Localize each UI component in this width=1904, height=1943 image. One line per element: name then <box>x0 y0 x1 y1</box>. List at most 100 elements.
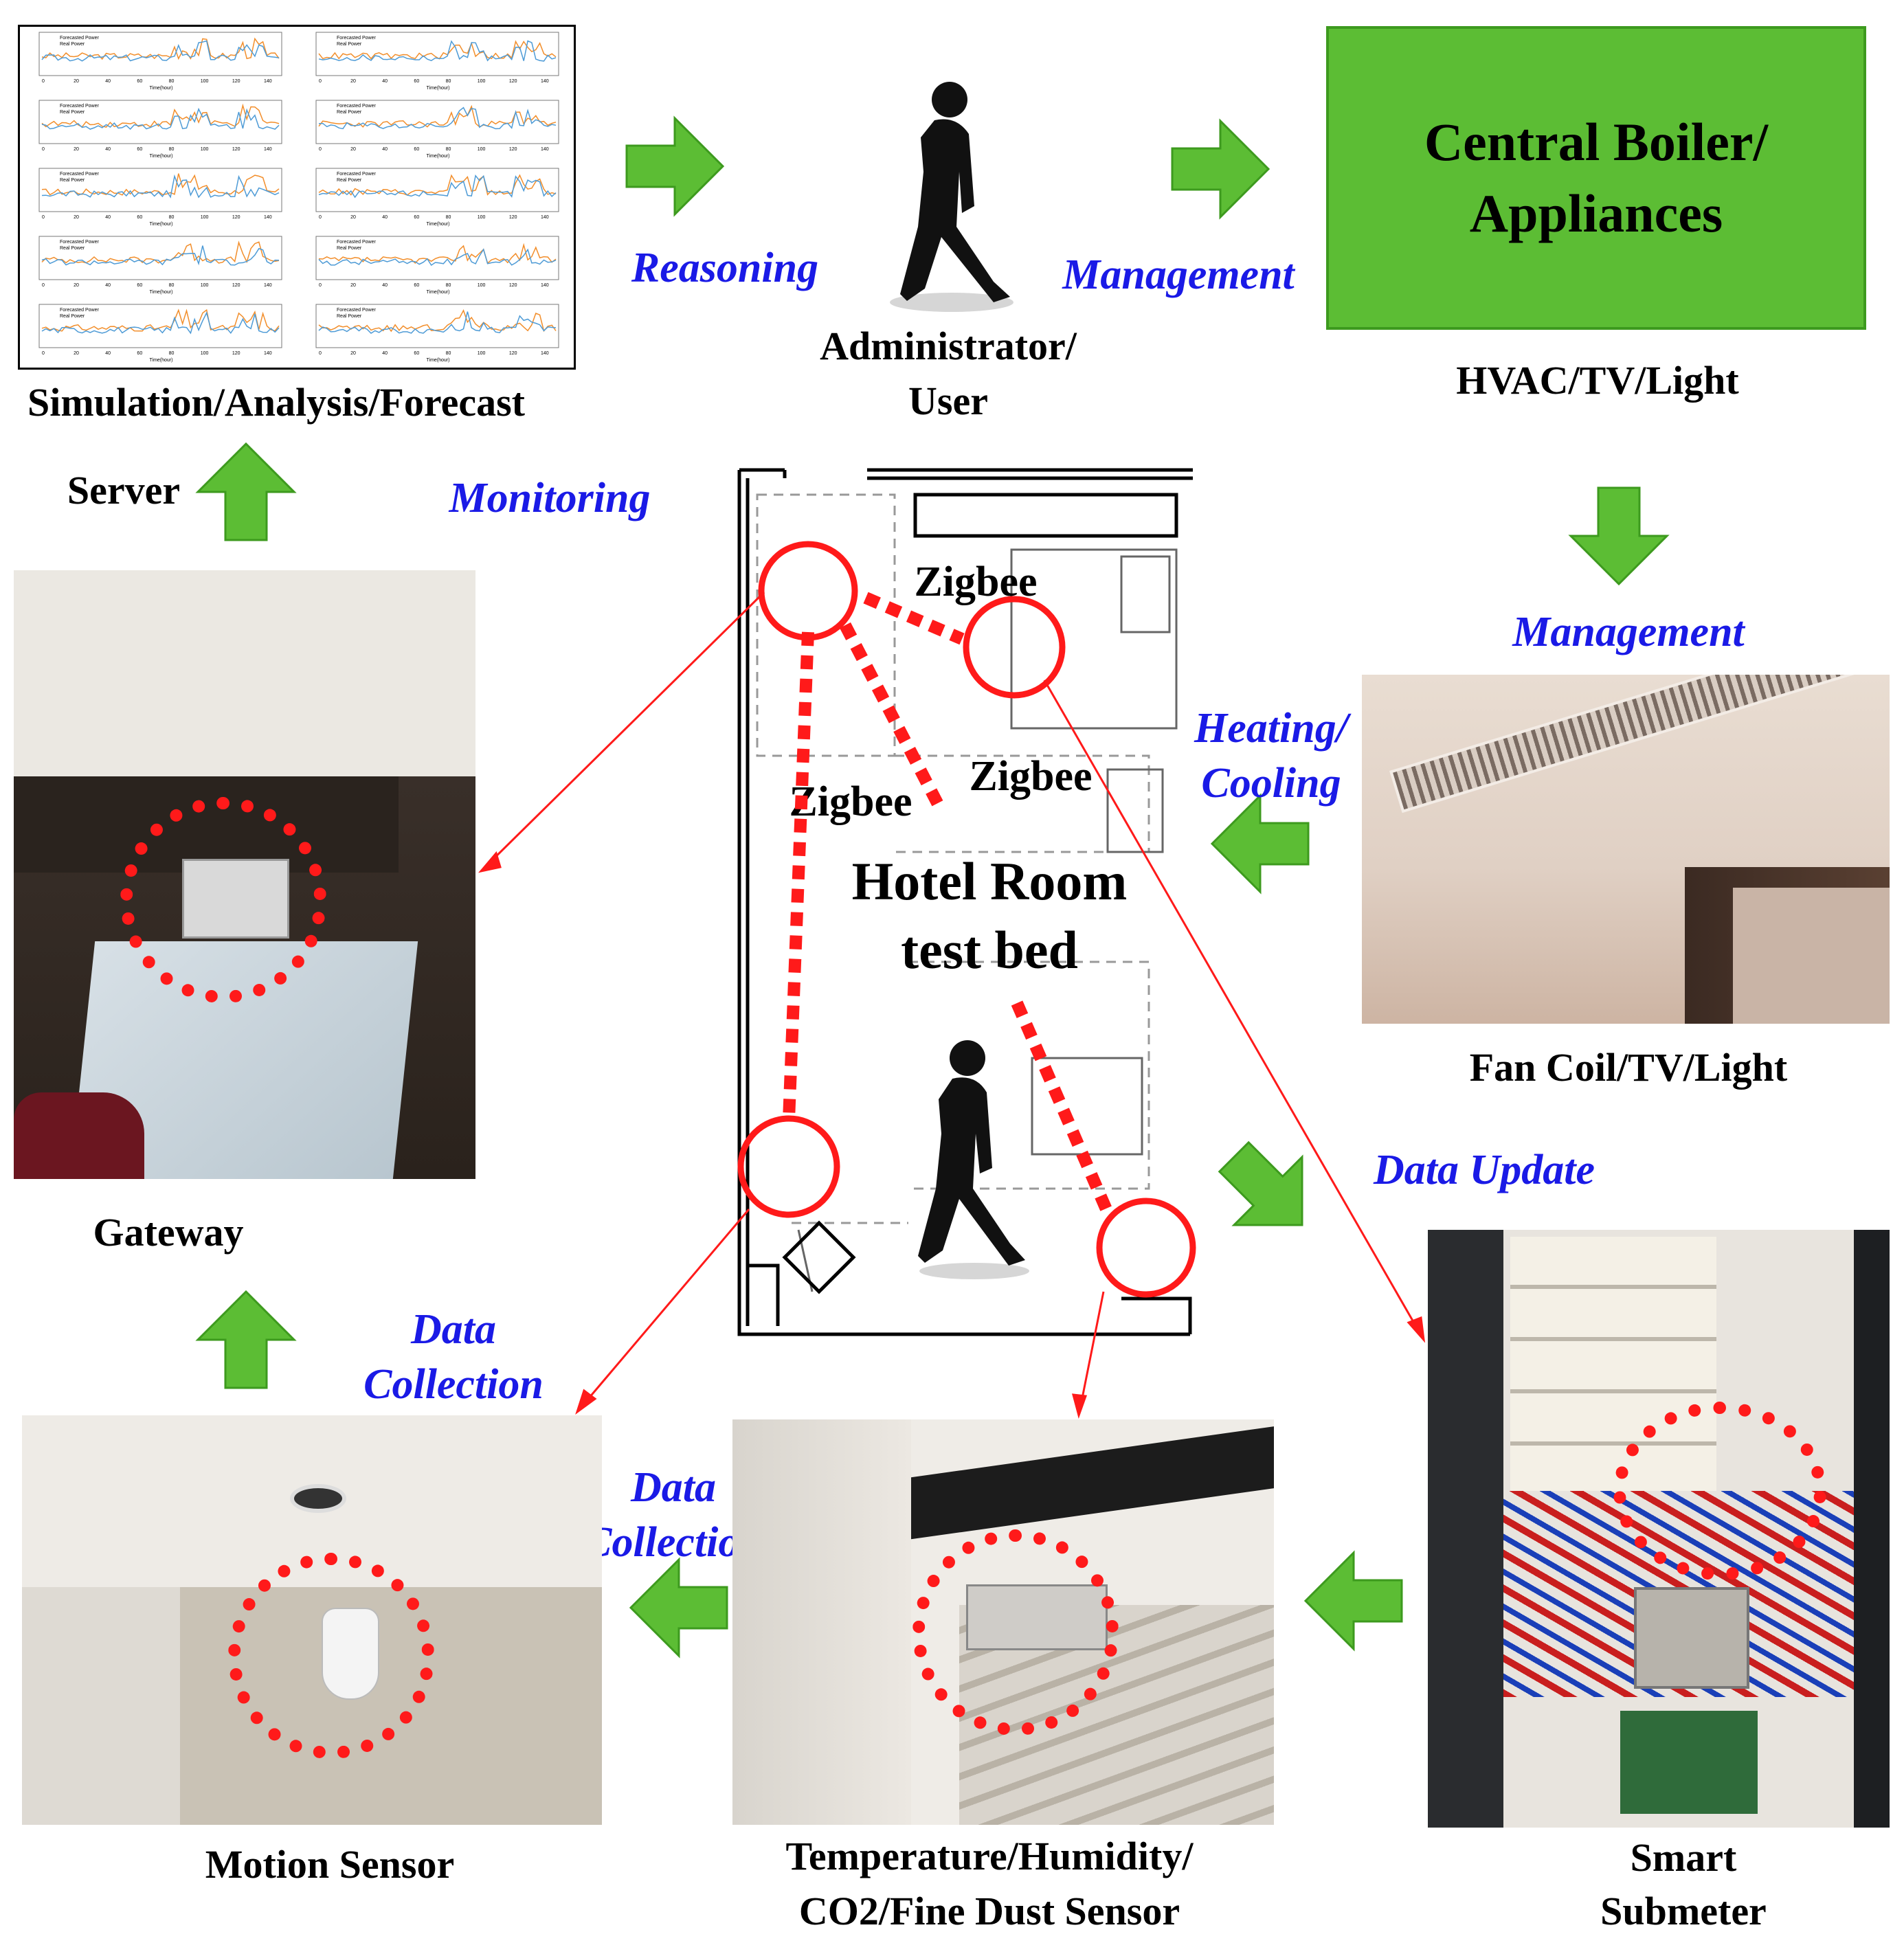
x-tick-label: 20 <box>350 283 356 288</box>
x-tick-label: 120 <box>232 215 240 220</box>
x-tick-label: 20 <box>74 147 79 152</box>
mini-chart-frame <box>38 168 282 212</box>
management-flow-right: Management <box>1512 609 1745 655</box>
right-arrow-icon <box>1171 120 1270 218</box>
x-tick-label: 60 <box>414 215 419 220</box>
x-tick-label: 120 <box>509 351 517 356</box>
legend-forecast: Forecasted Power <box>337 308 376 313</box>
legend-forecast: Forecasted Power <box>60 172 99 177</box>
boiler-label-1: Central Boiler/ <box>1424 112 1769 172</box>
legend-forecast: Forecasted Power <box>60 240 99 245</box>
x-tick-label: 140 <box>541 215 549 220</box>
legend-forecast: Forecasted Power <box>60 104 99 109</box>
admin-label-2: User <box>908 379 988 423</box>
red-chair <box>14 1092 144 1179</box>
legend-real: Real Power <box>337 110 362 115</box>
temp-highlight-circle <box>912 1529 1119 1736</box>
legend-real: Real Power <box>337 42 362 47</box>
legend-real: Real Power <box>60 314 85 319</box>
x-tick-label: 80 <box>169 215 175 220</box>
legend-forecast: Forecasted Power <box>337 240 376 245</box>
forecast-series-line <box>318 311 557 334</box>
x-tick-label: 140 <box>541 283 549 288</box>
x-tick-label: 0 <box>319 351 322 356</box>
x-axis-label: Time(hour) <box>150 154 173 159</box>
wall-shadow <box>732 1419 911 1825</box>
gateway-photo <box>14 570 475 1179</box>
zigbee-label-mid: Zigbee <box>969 753 1093 800</box>
temp-sensor-photo <box>732 1419 1274 1825</box>
legend-real: Real Power <box>60 178 85 183</box>
x-tick-label: 0 <box>319 283 322 288</box>
forecast-series-line <box>41 311 280 335</box>
admin-label-1: Administrator/ <box>820 324 1077 368</box>
x-tick-label: 20 <box>350 351 356 356</box>
x-axis-label: Time(hour) <box>150 358 173 363</box>
x-tick-label: 120 <box>232 147 240 152</box>
room-label-1: Hotel Room <box>851 851 1128 911</box>
x-tick-label: 20 <box>350 215 356 220</box>
forecast-series-line <box>41 245 280 266</box>
x-tick-label: 60 <box>414 147 419 152</box>
x-axis-label: Time(hour) <box>427 154 450 159</box>
x-tick-label: 40 <box>105 351 111 356</box>
x-axis-label: Time(hour) <box>427 290 450 295</box>
x-tick-label: 140 <box>264 147 272 152</box>
gateway-highlight-circle <box>120 797 326 1003</box>
x-tick-label: 60 <box>137 215 142 220</box>
data-collection-left-1: Data <box>411 1306 496 1353</box>
x-tick-label: 40 <box>105 147 111 152</box>
x-tick-label: 20 <box>74 283 79 288</box>
forecast-series-line <box>318 248 557 267</box>
zigbee-label-top: Zigbee <box>914 559 1038 605</box>
x-tick-label: 140 <box>264 283 272 288</box>
x-tick-label: 40 <box>382 351 388 356</box>
x-axis-label: Time(hour) <box>427 86 450 91</box>
x-tick-label: 20 <box>74 351 79 356</box>
x-axis-label: Time(hour) <box>150 222 173 227</box>
legend-forecast: Forecasted Power <box>60 36 99 41</box>
real-series-line <box>41 308 280 332</box>
temp-label-1: Temperature/Humidity/ <box>785 1834 1194 1878</box>
legend-real: Real Power <box>60 246 85 251</box>
x-tick-label: 0 <box>319 215 322 220</box>
x-tick-label: 80 <box>169 147 175 152</box>
x-tick-label: 120 <box>509 147 517 152</box>
real-series-line <box>318 104 557 128</box>
submeter-highlight-circle <box>1613 1402 1826 1580</box>
mini-chart-frame <box>315 168 559 212</box>
mini-chart-frame <box>315 236 559 280</box>
forecast-series-line <box>318 106 557 130</box>
forecast-series-line <box>318 174 557 199</box>
fancoil-label: Fan Coil/TV/Light <box>1469 1045 1788 1090</box>
x-tick-label: 20 <box>350 79 356 84</box>
x-tick-label: 60 <box>137 351 142 356</box>
x-tick-label: 40 <box>105 215 111 220</box>
mini-chart-frame <box>38 100 282 144</box>
x-tick-label: 40 <box>105 79 111 84</box>
x-axis-label: Time(hour) <box>150 86 173 91</box>
meter-label-2: Submeter <box>1600 1889 1767 1933</box>
x-tick-label: 80 <box>169 79 175 84</box>
x-tick-label: 0 <box>42 351 45 356</box>
forecast-series-line <box>41 40 280 62</box>
x-tick-label: 20 <box>350 147 356 152</box>
down-right-arrow-icon <box>1199 1122 1337 1260</box>
x-tick-label: 100 <box>201 351 209 356</box>
wall-left <box>22 1587 180 1825</box>
up-arrow-icon <box>197 1290 295 1389</box>
legend-real: Real Power <box>337 246 362 251</box>
x-tick-label: 120 <box>232 283 240 288</box>
fancoil-photo <box>1362 675 1890 1024</box>
x-tick-label: 40 <box>382 147 388 152</box>
room-label-2: test bed <box>901 920 1078 980</box>
x-tick-label: 120 <box>509 79 517 84</box>
reasoning-flow: Reasoning <box>631 245 819 291</box>
left-arrow-icon <box>1211 794 1310 893</box>
x-tick-label: 100 <box>201 79 209 84</box>
